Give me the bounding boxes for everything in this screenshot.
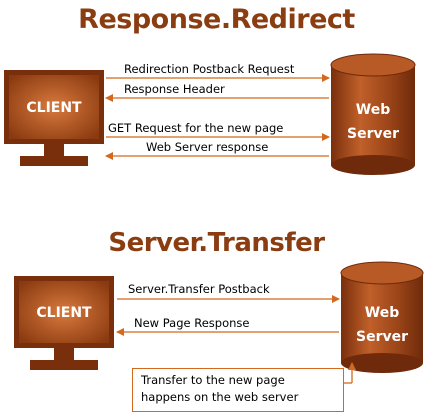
redirect-server-label-line1: Web (356, 102, 390, 118)
transfer-note-line1: Transfer to the new page (141, 373, 285, 387)
cylinder-body (331, 65, 415, 165)
monitor-base (20, 156, 88, 166)
transfer-note: Transfer to the new page happens on the … (132, 368, 344, 412)
redirect-message-4: Web Server response (146, 140, 269, 154)
transfer-message-2: New Page Response (134, 316, 250, 330)
redirect-message-3: GET Request for the new page (108, 121, 284, 135)
redirect-message-1: Redirection Postback Request (124, 62, 295, 76)
transfer-client-label: CLIENT (36, 305, 92, 321)
cylinder-bottom (341, 353, 423, 373)
transfer-title: Server.Transfer (108, 228, 325, 258)
transfer-message-1: Server.Transfer Postback (128, 282, 270, 296)
monitor-neck (54, 348, 74, 360)
transfer-web-server-cylinder: Web Server (340, 261, 424, 373)
redirect-server-label-line2: Server (347, 126, 399, 142)
monitor-neck (44, 144, 64, 156)
cylinder-top (330, 53, 416, 77)
transfer-server-label-line1: Web (365, 305, 399, 321)
transfer-server-label-line2: Server (356, 329, 408, 345)
monitor-screen (9, 75, 99, 139)
transfer-client-monitor: CLIENT (14, 276, 114, 370)
cylinder-top (340, 261, 424, 285)
redirect-title: Response.Redirect (78, 4, 355, 35)
redirect-client-monitor: CLIENT (4, 70, 104, 166)
monitor-screen (19, 281, 109, 343)
redirect-web-server-cylinder: Web Server (330, 53, 416, 175)
redirect-message-2: Response Header (124, 82, 225, 96)
redirect-client-label: CLIENT (26, 100, 82, 116)
monitor-base (30, 360, 98, 370)
transfer-note-line2: happens on the web server (141, 390, 299, 404)
cylinder-bottom (331, 155, 415, 175)
cylinder-body (341, 273, 423, 363)
